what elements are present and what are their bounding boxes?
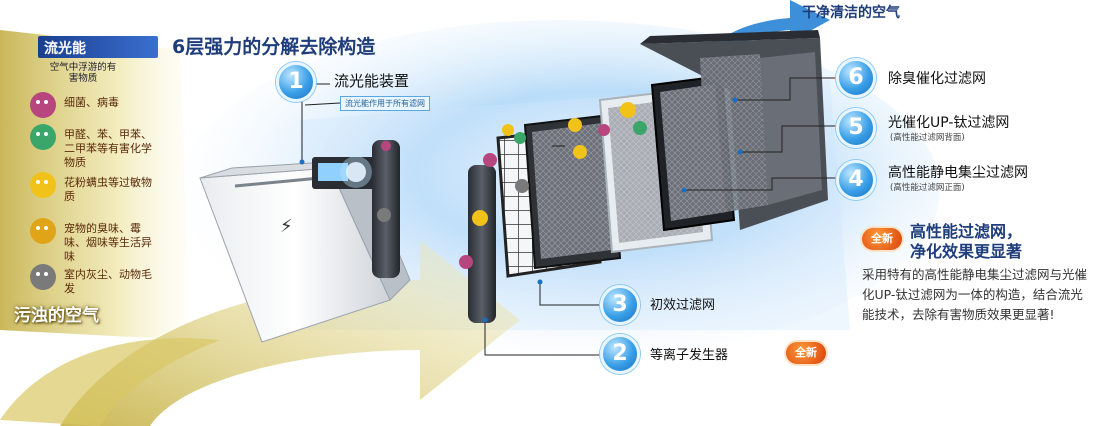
layer-2-number-badge: 2 <box>600 334 640 374</box>
sidebar-item-dust: 室内灰尘、动物毛发 <box>30 264 162 296</box>
sidebar-item-odor: 宠物的臭味、霉味、烟味等生活异味 <box>30 218 162 264</box>
sidebar-item-label: 甲醛、苯、甲苯、二甲苯等有害化学物质 <box>64 128 152 169</box>
layer-6-label: 除臭催化过滤网 <box>888 71 986 87</box>
layer-2-label: 等离子发生器 <box>650 348 729 363</box>
svg-text:⚡: ⚡ <box>280 216 293 237</box>
sidebar-heading: 空气中浮游的有害物质 <box>49 62 117 84</box>
layer-5-number-badge: 5 <box>836 108 876 148</box>
virus-icon <box>30 92 56 118</box>
highlight-new-badge: 全新 <box>862 228 902 250</box>
sidebar-item-label: 细菌、病毒 <box>64 96 119 109</box>
sidebar-item-pollen: 花粉螨虫等过敏物质 <box>30 172 162 204</box>
layer-4-label: 高性能静电集尘过滤网 <box>888 165 1028 181</box>
layer-4-number-badge: 4 <box>836 160 876 200</box>
highlight-title-line1: 高性能过滤网， <box>910 222 1023 241</box>
clean-air-label: 干净清洁的空气 <box>802 5 900 21</box>
sidebar-item-label: 宠物的臭味、霉味、烟味等生活异味 <box>64 222 152 263</box>
sidebar-item-label: 花粉螨虫等过敏物质 <box>64 176 152 203</box>
odor-germ-icon <box>30 218 56 244</box>
highlight-description: 采用特有的高性能静电集尘过滤网与光催化UP-钛过滤网为一体的构造，结合流光能技术… <box>862 267 1088 322</box>
dirty-air-label: 污浊的空气 <box>14 306 99 326</box>
pollen-icon <box>30 172 56 198</box>
layer-1-note: 流光能作用于所有滤网 <box>340 96 430 111</box>
chemical-germ-icon <box>30 124 56 150</box>
page-title: 6层强力的分解去除构造 <box>172 36 376 58</box>
sidebar-item-label: 室内灰尘、动物毛发 <box>64 268 152 295</box>
layer-1-label: 流光能装置 <box>334 72 410 90</box>
highlight-title-line2: 净化效果更显著 <box>910 242 1023 261</box>
brand-label: 流光能 <box>38 36 158 58</box>
layer-6-number-badge: 6 <box>836 58 876 98</box>
sidebar-item-virus: 细菌、病毒 <box>30 92 160 118</box>
layer-5-label: 光催化UP-钛过滤网 <box>888 115 1010 131</box>
new-badge: 全新 <box>786 342 826 364</box>
layer-3-label: 初效过滤网 <box>650 298 716 313</box>
dust-icon <box>30 264 56 290</box>
sidebar-item-chemical: 甲醛、苯、甲苯、二甲苯等有害化学物质 <box>30 124 162 170</box>
highlight-title: 高性能过滤网， 净化效果更显著 <box>910 222 1022 262</box>
layer-5-sublabel: (高性能过滤网背面) <box>890 133 965 143</box>
layer-4-sublabel: (高性能过滤网正面) <box>890 183 965 193</box>
layer-3-number-badge: 3 <box>600 285 640 325</box>
layer-1-number-badge: 1 <box>276 62 316 102</box>
